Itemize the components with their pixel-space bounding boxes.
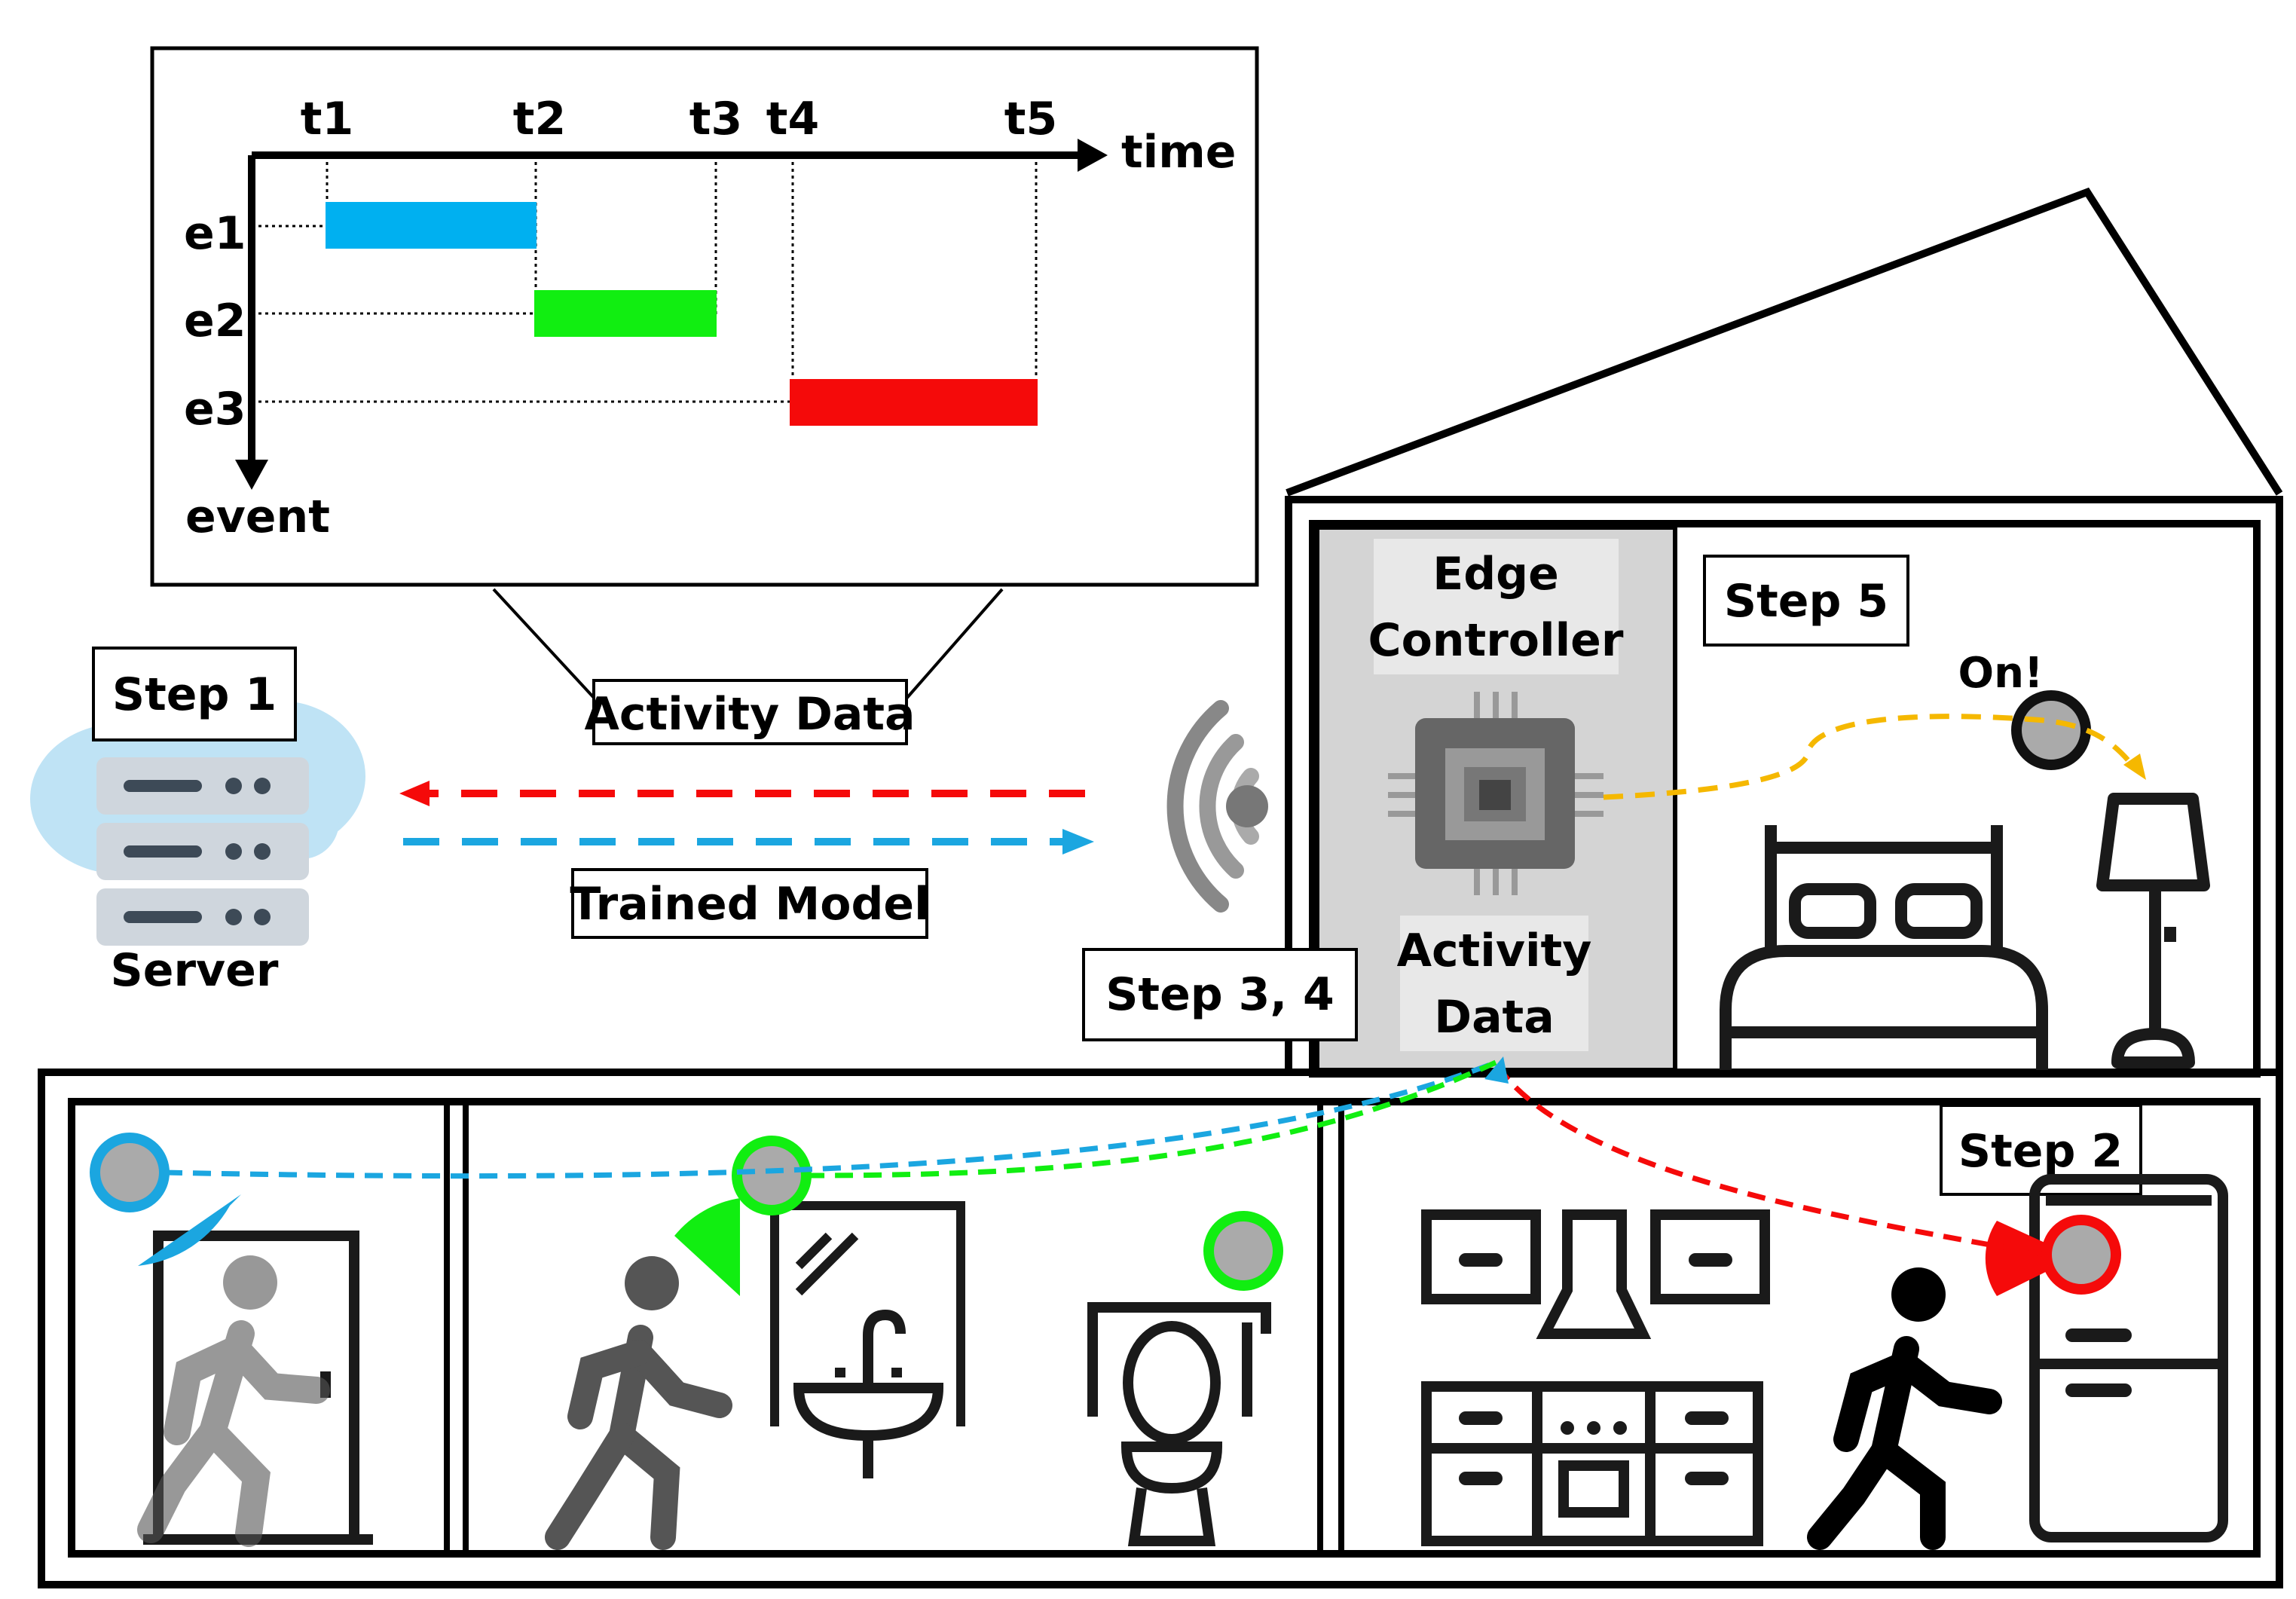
event-label-e1: e1 xyxy=(184,207,246,260)
entry-to-controller-arrow xyxy=(164,1059,1497,1179)
tick-t1: t1 xyxy=(301,93,353,145)
bathroom-sensor-fov xyxy=(674,1198,740,1296)
activity-data-caption-box xyxy=(592,679,908,745)
range-hood-icon xyxy=(1536,1209,1652,1339)
server-label: Server xyxy=(111,944,279,997)
kitchen-cabinet-icon xyxy=(1421,1209,1770,1304)
activate-lamp-arrowhead xyxy=(2123,754,2146,780)
fridge-to-controller-arrow xyxy=(1493,1062,2047,1258)
wifi-icon xyxy=(1166,700,1268,913)
chip-icon xyxy=(1388,692,1604,895)
x-axis-label: time xyxy=(1121,126,1236,179)
upload-arrowhead xyxy=(399,781,430,806)
download-arrowhead xyxy=(1062,829,1094,855)
sensor-data-flows xyxy=(164,1059,2047,1258)
step34-box xyxy=(1082,948,1358,1041)
activate-lamp-arrow xyxy=(1603,714,2139,800)
event-label-e3: e3 xyxy=(184,383,246,436)
edge-controller-line1: Edge xyxy=(1432,548,1559,601)
event-axis-arrowhead xyxy=(235,460,268,490)
toilet-sensor xyxy=(1203,1211,1283,1291)
oven-icon xyxy=(1558,1421,1629,1518)
callout-line-right xyxy=(904,588,1004,701)
bedroom: Step 5 On! xyxy=(1603,555,2210,1070)
callout-line-left xyxy=(492,588,597,701)
lower-cabinets-icon xyxy=(1421,1381,1763,1546)
edge-controller-line2: Controller xyxy=(1368,614,1624,667)
lower-floor-outer xyxy=(38,1069,2283,1588)
fridge-sensor xyxy=(2041,1215,2121,1295)
tick-t3: t3 xyxy=(689,93,742,145)
lamp-sensor xyxy=(2011,690,2091,770)
activity-data-line2: Data xyxy=(1434,991,1554,1044)
sink-icon xyxy=(793,1309,944,1478)
activity-data-label-bg xyxy=(1400,916,1588,1051)
step2-label: Step 2 xyxy=(1958,1125,2123,1178)
kitchen xyxy=(1421,1174,2228,1550)
time-guides xyxy=(326,155,1038,404)
timeline-panel: t1 t2 t3 t4 t5 time e1 e2 e3 event xyxy=(150,46,1259,701)
step5-box xyxy=(1703,555,1909,647)
toilet-icon xyxy=(1087,1302,1271,1546)
entry-sensor xyxy=(90,1133,170,1212)
fridge-sensor-fov xyxy=(1985,1221,2076,1296)
server-unit-3 xyxy=(96,888,309,946)
y-axis-label: event xyxy=(185,491,330,543)
server-group: Step 1 Server xyxy=(30,647,365,997)
fridge-icon xyxy=(2029,1174,2228,1542)
event-bar-e3 xyxy=(790,379,1038,426)
bathroom-to-controller-arrow xyxy=(806,1059,1497,1179)
activity-data-caption-text: Activity Data xyxy=(584,688,915,741)
person-icon xyxy=(137,1255,330,1547)
event-label-e2: e2 xyxy=(184,295,246,347)
edge-controller-label-bg xyxy=(1374,539,1619,674)
time-axis-arrowhead xyxy=(1078,139,1108,172)
person-icon xyxy=(545,1256,732,1550)
server-icon xyxy=(96,757,309,946)
activity-data-line1: Activity xyxy=(1397,925,1592,977)
step1-label: Step 1 xyxy=(112,668,277,721)
server-unit-2 xyxy=(96,823,309,880)
bed-icon xyxy=(1720,825,2048,1070)
event-bar-e1 xyxy=(326,202,537,249)
step5-label: Step 5 xyxy=(1724,575,1888,628)
entry-room xyxy=(90,1133,373,1547)
on-label: On! xyxy=(1958,649,2043,698)
mirror-icon xyxy=(770,1201,965,1426)
house xyxy=(38,187,2283,1588)
step1-box xyxy=(92,647,297,741)
model-exchange: Trained Model xyxy=(399,781,1094,939)
entry-sensor-fov xyxy=(138,1194,241,1266)
lower-floor-inner xyxy=(68,1098,2261,1558)
tick-t2: t2 xyxy=(513,93,566,145)
sink-sensor xyxy=(732,1136,812,1215)
flow-arrowhead xyxy=(1484,1056,1509,1084)
lamp-icon xyxy=(2096,793,2210,1069)
event-bar-e2 xyxy=(534,290,717,337)
bathroom xyxy=(545,1136,1283,1550)
trained-model-box xyxy=(571,868,928,939)
tick-t5: t5 xyxy=(1004,93,1057,145)
step34-label: Step 3, 4 xyxy=(1105,968,1334,1021)
event-guides xyxy=(252,225,793,403)
server-unit-1 xyxy=(96,757,309,815)
roof xyxy=(1286,187,2283,497)
trained-model-label: Trained Model xyxy=(570,878,929,931)
person-icon xyxy=(1807,1267,2002,1550)
tick-t4: t4 xyxy=(766,93,819,145)
activity-data-caption: Activity Data xyxy=(584,679,916,745)
